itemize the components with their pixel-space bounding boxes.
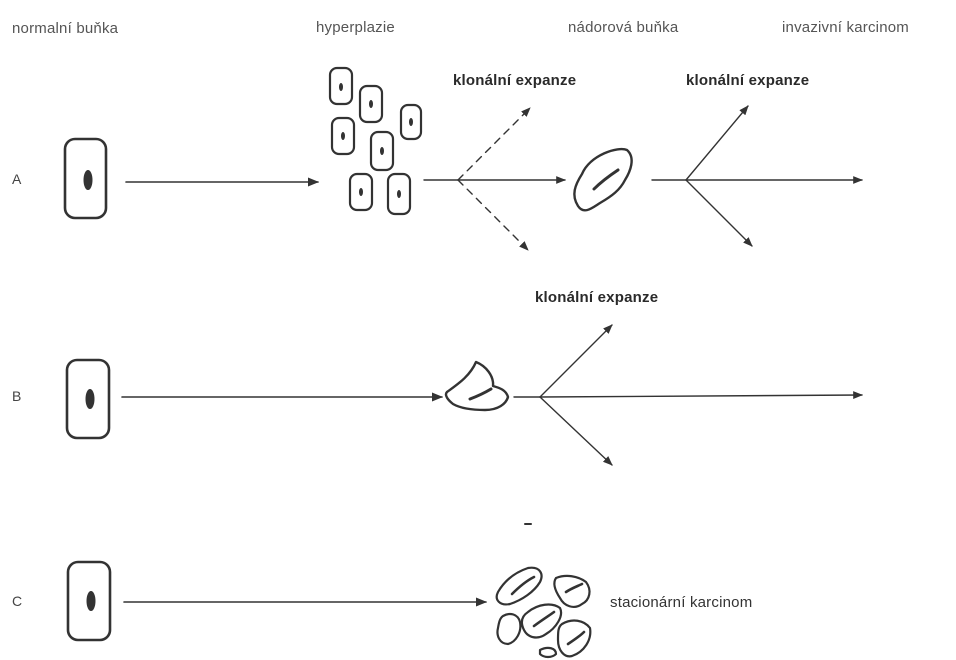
normal-cell-b	[67, 360, 109, 438]
arrow-a-invasive-up	[686, 106, 748, 180]
tumor-cell-a	[574, 149, 631, 210]
stationary-carcinoma-cluster	[497, 568, 591, 657]
tumor-cell-b	[446, 362, 508, 410]
normal-cell-c	[68, 562, 110, 640]
arrow-b-invasive-down	[540, 397, 612, 465]
arrow-b-invasive-up	[540, 325, 612, 397]
normal-cell-a	[65, 139, 106, 218]
arrow-a-dashed-up	[458, 108, 530, 180]
hyperplasia-cluster	[330, 68, 421, 214]
arrow-a-dashed-down	[458, 180, 528, 250]
arrow-a-invasive-down	[686, 180, 752, 246]
arrow-b-invasive-straight	[540, 395, 862, 397]
